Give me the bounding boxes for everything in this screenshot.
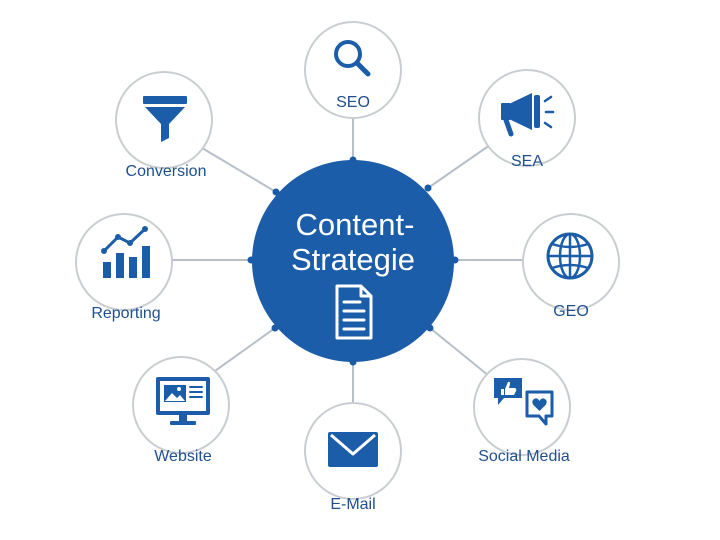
- megaphone-icon: [501, 93, 555, 137]
- node-conversion[interactable]: Conversion: [115, 71, 213, 180]
- hub-dot: [424, 184, 432, 192]
- bar-chart-icon: [101, 226, 150, 278]
- node-reporting-label: Reporting: [91, 305, 160, 322]
- node-email-label: E-Mail: [330, 496, 375, 513]
- document-icon: [335, 284, 373, 340]
- connector-conversion: [201, 147, 277, 193]
- node-social-media[interactable]: Social Media: [473, 358, 571, 465]
- node-website[interactable]: Website: [132, 356, 230, 465]
- hub-dot: [247, 256, 255, 264]
- envelope-icon: [328, 432, 378, 467]
- magnifier-icon: [334, 40, 371, 77]
- hub-dot: [349, 358, 357, 366]
- node-seo[interactable]: SEO: [304, 21, 402, 119]
- hub-dot: [349, 156, 357, 164]
- node-geo-label: GEO: [553, 303, 589, 320]
- chat-bubbles-icon: [494, 378, 554, 426]
- connectors: [170, 118, 528, 402]
- hub-title-line2: Strategie: [291, 242, 415, 277]
- monitor-icon: [156, 377, 210, 425]
- node-seo-ring: [304, 21, 402, 119]
- node-conversion-label: Conversion: [126, 163, 207, 180]
- hub-dot: [272, 188, 280, 196]
- node-email[interactable]: E-Mail: [304, 402, 402, 513]
- node-sea[interactable]: SEA: [478, 69, 576, 170]
- node-reporting[interactable]: Reporting: [75, 213, 173, 322]
- hub: Content- Strategie: [247, 156, 459, 366]
- node-seo-label: SEO: [336, 94, 370, 111]
- connector-sea: [427, 144, 491, 189]
- connector-social: [429, 327, 495, 381]
- node-social-label: Social Media: [478, 448, 570, 465]
- node-geo[interactable]: GEO: [522, 213, 620, 320]
- node-social-ring: [473, 358, 571, 456]
- hub-dot: [426, 324, 434, 332]
- node-sea-label: SEA: [511, 153, 543, 170]
- globe-icon: [546, 232, 594, 280]
- hub-circle: [252, 160, 454, 362]
- funnel-icon: [143, 96, 187, 142]
- hub-dot: [451, 256, 459, 264]
- hub-dot: [271, 324, 279, 332]
- node-website-label: Website: [154, 448, 212, 465]
- connector-website: [207, 327, 276, 377]
- hub-title-line1: Content-: [296, 207, 415, 242]
